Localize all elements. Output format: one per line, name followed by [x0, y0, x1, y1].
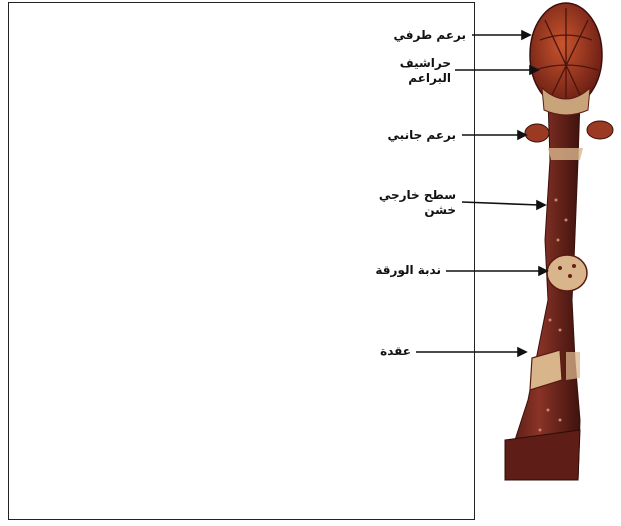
- lateral-bud-left: [525, 124, 549, 142]
- label-lateral-bud: برعم جانبي: [388, 128, 456, 143]
- bud-scar-collar: [548, 148, 583, 160]
- node-scar-right: [566, 352, 580, 380]
- arrow-rough-surface: [462, 202, 539, 205]
- lateral-bud-right: [587, 121, 613, 139]
- label-terminal-bud: برعم طرفي: [393, 28, 466, 43]
- label-rough-surface: سطح خارجي خشن: [376, 188, 456, 218]
- label-leaf-scar: ندبة الورقة: [375, 263, 441, 278]
- label-bud-scales: حراشيف البراعم: [371, 56, 451, 86]
- leaf-scar-shape: [547, 255, 587, 291]
- label-node: عقدة: [380, 344, 411, 359]
